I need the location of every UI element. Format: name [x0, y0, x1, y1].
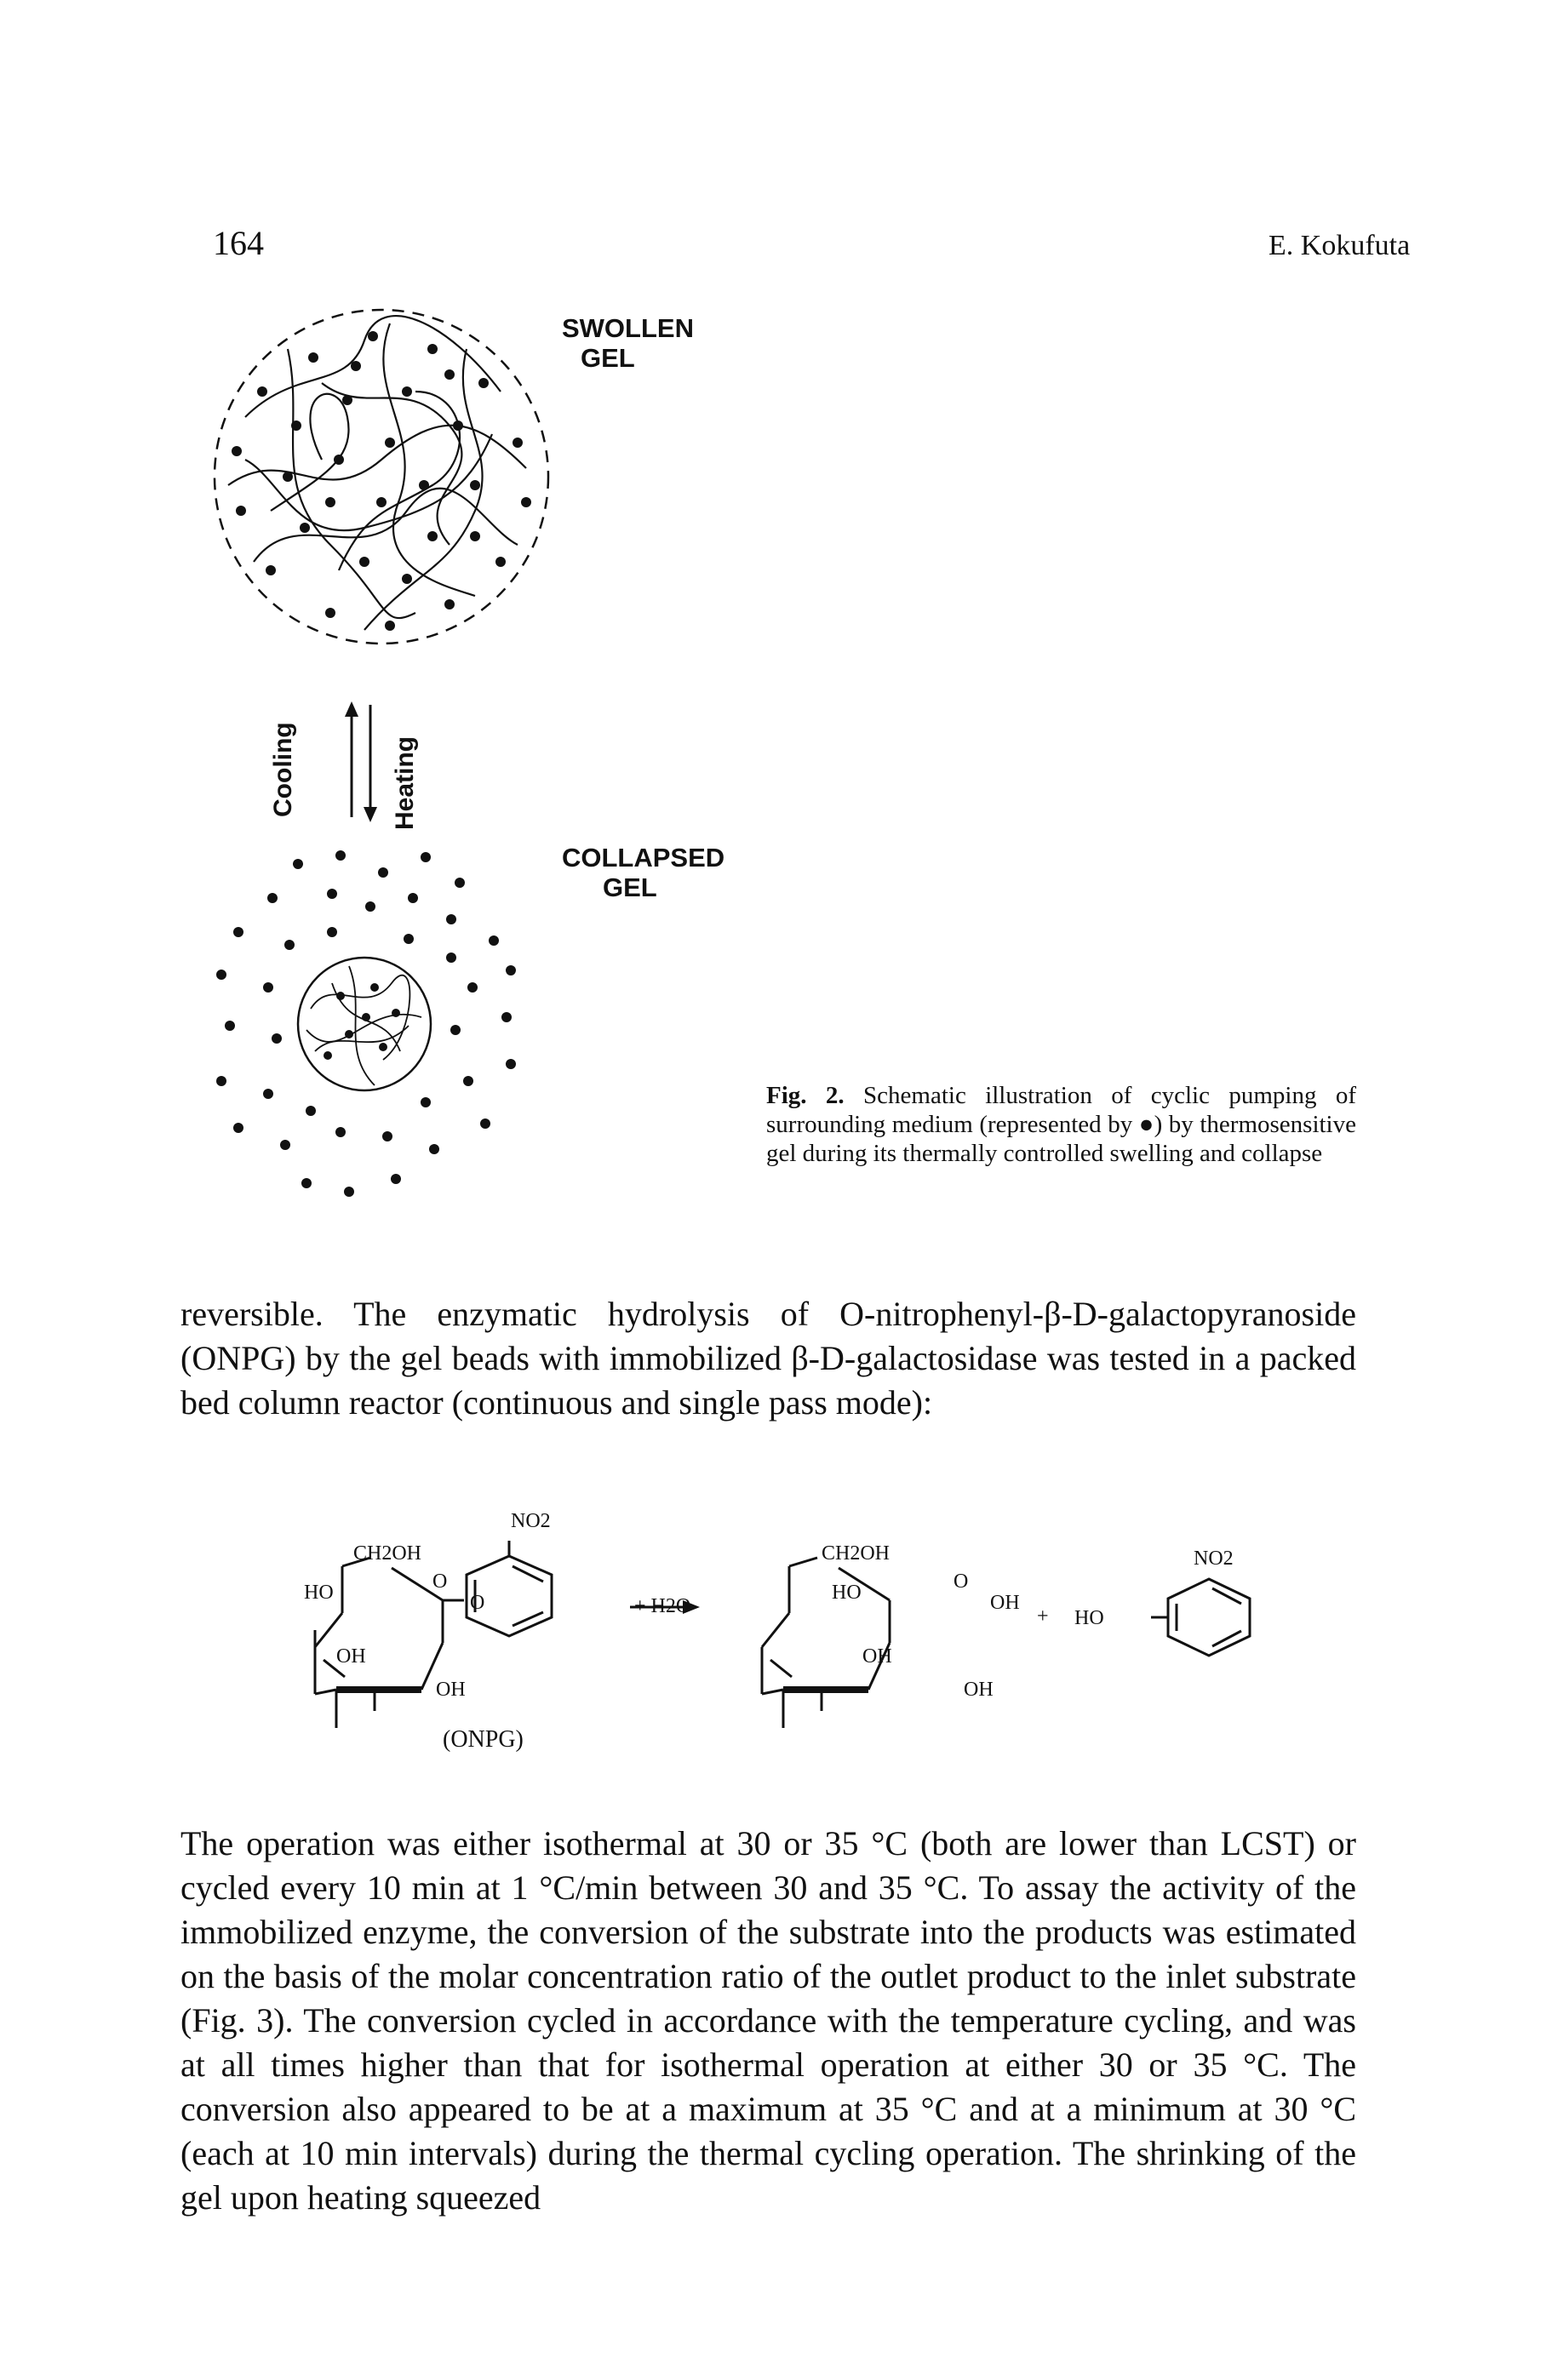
plus-water-label: + H2O — [634, 1595, 691, 1617]
ring-o-left: O — [432, 1570, 448, 1593]
running-author: E. Kokufuta — [1269, 230, 1411, 261]
oh-ring-label-right: OH — [862, 1645, 892, 1668]
no2-label-right: NO2 — [1194, 1548, 1234, 1570]
cooling-label: Cooling — [269, 722, 297, 817]
ch2oh-label-left: CH2OH — [353, 1542, 422, 1565]
glycosidic-o-label: O — [470, 1592, 485, 1614]
oh-ring-label-left: OH — [336, 1645, 366, 1668]
heating-label: Heating — [391, 735, 419, 830]
oh-bottom-label-right: OH — [964, 1679, 994, 1701]
page-number: 164 — [213, 224, 264, 262]
figure-caption: Fig. 2. Schematic illustration of cyclic… — [766, 1082, 1356, 1167]
ho-phenol-label: HO — [1074, 1607, 1104, 1629]
oh-anomeric-label: OH — [990, 1592, 1020, 1614]
collapsed-gel-label: COLLAPSED GEL — [562, 843, 725, 902]
oh-bottom-label-left: OH — [436, 1679, 466, 1701]
body-paragraph-2: The operation was either isothermal at 3… — [180, 1824, 1356, 2217]
body-paragraph-1: reversible. The enzymatic hydrolysis of … — [180, 1295, 1356, 1422]
collapsed-gel-illustration — [216, 850, 516, 1197]
onpg-label: (ONPG) — [443, 1726, 524, 1753]
no2-label-left: NO2 — [511, 1510, 551, 1532]
ho-label-right: HO — [832, 1582, 862, 1604]
swollen-gel-illustration — [213, 308, 550, 645]
ho-label-left: HO — [304, 1582, 334, 1604]
swollen-gel-label: SWOLLEN GEL — [562, 313, 694, 373]
ch2oh-label-right: CH2OH — [822, 1542, 891, 1565]
ring-o-right: O — [954, 1570, 969, 1593]
swelling-arrows — [345, 701, 377, 822]
onpg-hydrolysis-scheme — [313, 1541, 1251, 1728]
plus-label: + — [1037, 1605, 1049, 1628]
